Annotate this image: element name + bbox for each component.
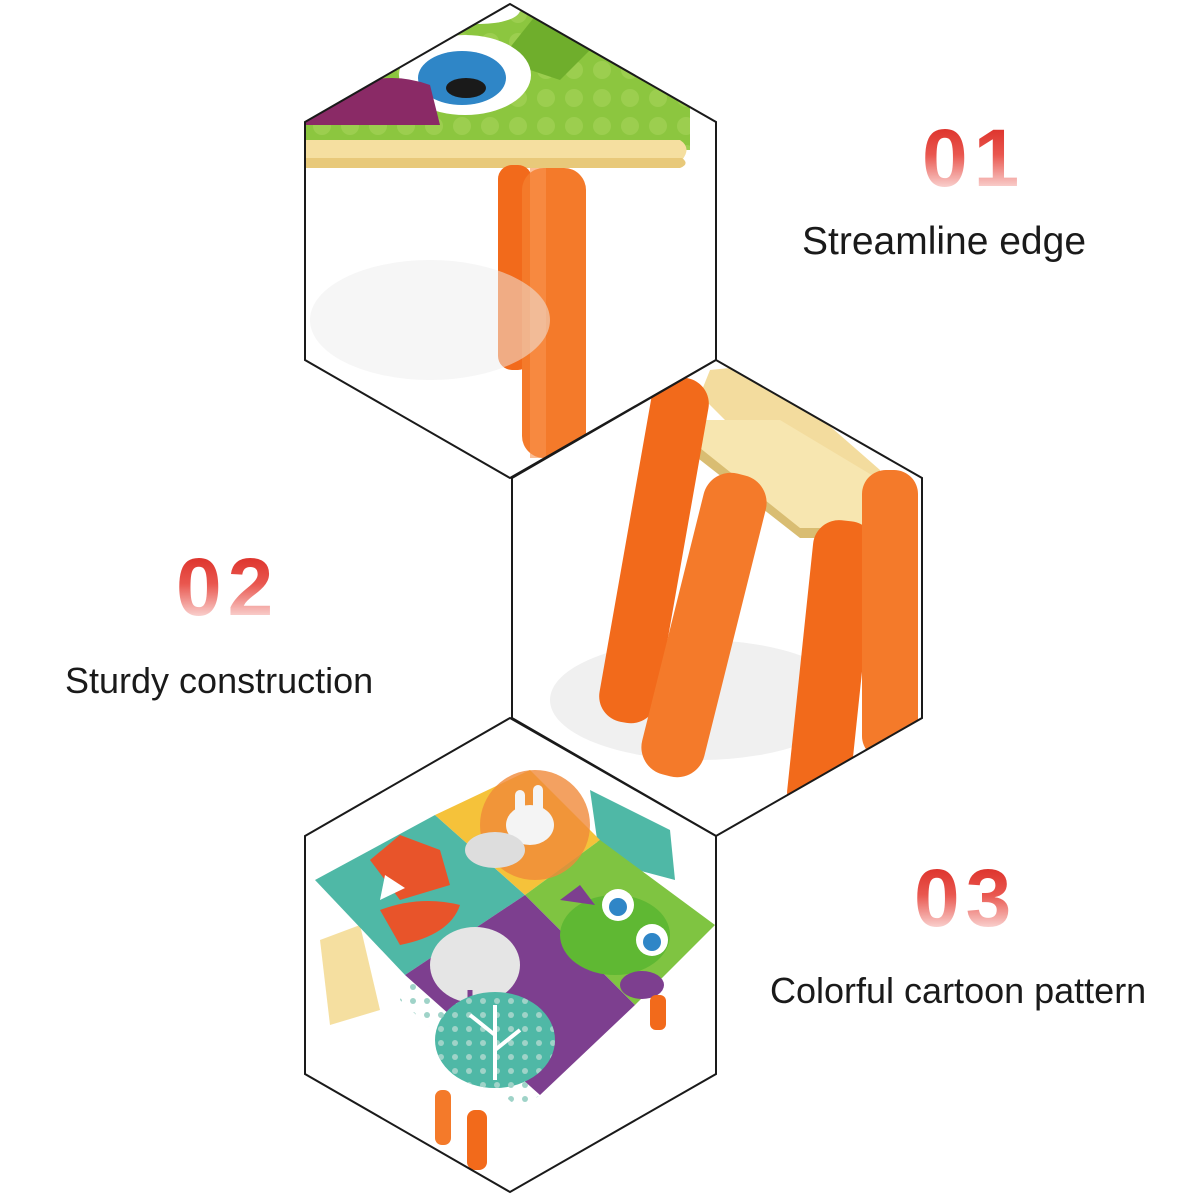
feature-number-02: 02 [176,542,280,633]
feature-caption-colorful-pattern: Colorful cartoon pattern [770,970,1147,1011]
feature-caption-sturdy-construction: Sturdy construction [65,660,374,701]
feature-number-03: 03 [914,853,1018,944]
feature-number-01: 01 [922,113,1026,204]
feature-caption-streamline-edge: Streamline edge [802,220,1087,263]
hexagon-frame-3 [304,716,717,1194]
